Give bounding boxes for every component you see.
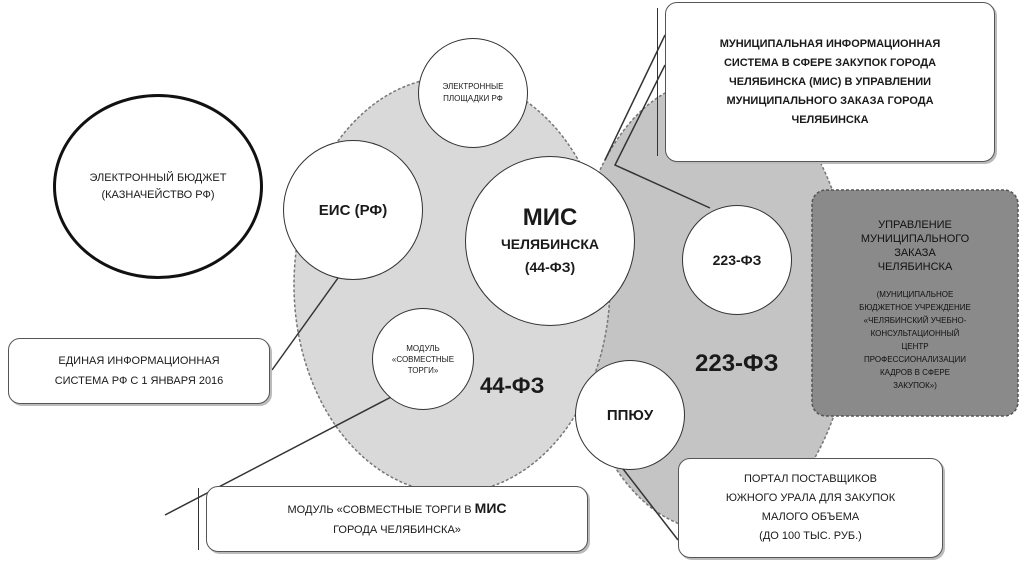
module-callout-bold: МИС	[474, 500, 507, 516]
management-sub1: (МУНИЦИПАЛЬНОЕ	[876, 290, 954, 299]
joint-module-line3: ТОРГИ»	[407, 365, 439, 375]
eis-label: ЕИС (РФ)	[318, 201, 388, 219]
module-callout-box: МОДУЛЬ «СОВМЕСТНЫЕ ТОРГИ В МИС ГОРОДА ЧЕ…	[206, 486, 588, 552]
connector-223-callout	[613, 64, 711, 209]
management-sub2: БЮДЖЕТНОЕ УЧРЕЖДЕНИЕ	[859, 303, 971, 312]
management-box-shape	[811, 189, 1019, 417]
module-callout-part1: МОДУЛЬ «СОВМЕСТНЫЕ ТОРГИ В	[287, 504, 475, 516]
mis-callout-line3: ЧЕЛЯБИНСКА (МИС) В УПРАВЛЕНИИ	[728, 75, 932, 88]
mis-callout-line1: МУНИЦИПАЛЬНАЯ ИНФОРМАЦИОННАЯ	[719, 37, 941, 50]
module-callout-line1: МОДУЛЬ «СОВМЕСТНЫЕ ТОРГИ В МИС	[287, 498, 506, 520]
management-title3: ЗАКАЗА	[894, 247, 936, 259]
eis-circle: ЕИС (РФ)	[283, 140, 423, 280]
module-callout-tick	[198, 488, 199, 550]
management-box: УПРАВЛЕНИЕ МУНИЦИПАЛЬНОГО ЗАКАЗА ЧЕЛЯБИН…	[812, 200, 1018, 410]
eis-callout-line2: СИСТЕМА РФ С 1 ЯНВАРЯ 2016	[54, 375, 224, 387]
eplatforms-circle: ЭЛЕКТРОННЫЕ ПЛОЩАДКИ РФ	[418, 38, 528, 148]
f223-circle-label: 223-ФЗ	[712, 252, 762, 268]
joint-module-line1: МОДУЛЬ	[406, 343, 440, 353]
portal-callout-line1: ПОРТАЛ ПОСТАВЩИКОВ	[744, 473, 877, 485]
f223-zone-label: 223-ФЗ	[695, 350, 779, 377]
connector-eis-callout	[271, 277, 339, 371]
joint-module-line2: «СОВМЕСТНЫЕ	[391, 354, 455, 364]
management-sub4: КОНСУЛЬТАЦИОННЫЙ	[870, 329, 960, 338]
ebudget-circle: ЭЛЕКТРОННЫЙ БЮДЖЕТ (КАЗНАЧЕЙСТВО РФ)	[53, 94, 263, 279]
portal-callout-line4: (ДО 100 ТЫС. РУБ.)	[759, 530, 862, 542]
eis-callout-line1: ЕДИНАЯ ИНФОРМАЦИОННАЯ	[58, 355, 220, 367]
ebudget-line1: ЭЛЕКТРОННЫЙ БЮДЖЕТ	[89, 171, 227, 184]
mis-center-circle: МИС ЧЕЛЯБИНСКА (44-ФЗ)	[465, 156, 635, 326]
management-sub5: ЦЕНТР	[901, 342, 929, 351]
portal-callout-line2: ЮЖНОГО УРАЛА ДЛЯ ЗАКУПОК	[725, 492, 896, 504]
management-title1: УПРАВЛЕНИЕ	[878, 219, 952, 231]
portal-callout-box: ПОРТАЛ ПОСТАВЩИКОВ ЮЖНОГО УРАЛА ДЛЯ ЗАКУ…	[678, 458, 943, 558]
connector-mis-callout	[604, 34, 666, 161]
ppyu-label: ППЮУ	[606, 406, 654, 424]
ebudget-line2: (КАЗНАЧЕЙСТВО РФ)	[101, 188, 215, 201]
mis-callout-line5: ЧЕЛЯБИНСКА	[791, 113, 869, 126]
management-sub8: ЗАКУПОК»)	[893, 381, 937, 390]
f44-zone-label: 44-ФЗ	[480, 373, 545, 398]
eplatforms-line2: ПЛОЩАДКИ РФ	[443, 94, 503, 103]
eis-callout-box: ЕДИНАЯ ИНФОРМАЦИОННАЯ СИСТЕМА РФ С 1 ЯНВ…	[8, 338, 270, 404]
mis-callout-line2: СИСТЕМА В СФЕРЕ ЗАКУПОК ГОРОДА	[723, 56, 937, 69]
joint-module-circle: МОДУЛЬ «СОВМЕСТНЫЕ ТОРГИ»	[372, 308, 474, 410]
ppyu-circle: ППЮУ	[575, 360, 685, 470]
mis-title: МИС	[522, 204, 578, 231]
f223-circle: 223-ФЗ	[682, 205, 792, 315]
management-sub6: ПРОФЕССИОНАЛИЗАЦИИ	[864, 355, 966, 364]
mis-callout-tick	[657, 8, 658, 156]
portal-callout-line3: МАЛОГО ОБЪЕМА	[761, 511, 860, 523]
eplatforms-line1: ЭЛЕКТРОННЫЕ	[442, 82, 504, 91]
mis-law: (44-ФЗ)	[524, 259, 576, 275]
mis-city: ЧЕЛЯБИНСКА	[500, 236, 600, 252]
module-callout-line2: ГОРОДА ЧЕЛЯБИНСКА»	[333, 524, 461, 536]
mis-callout-box: МУНИЦИПАЛЬНАЯ ИНФОРМАЦИОННАЯ СИСТЕМА В С…	[665, 2, 995, 162]
management-title4: ЧЕЛЯБИНСКА	[877, 261, 953, 273]
management-sub7: КАДРОВ В СФЕРЕ	[879, 368, 951, 377]
connector-module-callout	[164, 394, 396, 516]
connector-portal-callout	[619, 464, 679, 541]
management-sub3: «ЧЕЛЯБИНСКИЙ УЧЕБНО-	[863, 316, 967, 325]
mis-callout-line4: МУНИЦИПАЛЬНОГО ЗАКАЗА ГОРОДА	[726, 94, 934, 107]
management-title2: МУНИЦИПАЛЬНОГО	[860, 233, 970, 245]
